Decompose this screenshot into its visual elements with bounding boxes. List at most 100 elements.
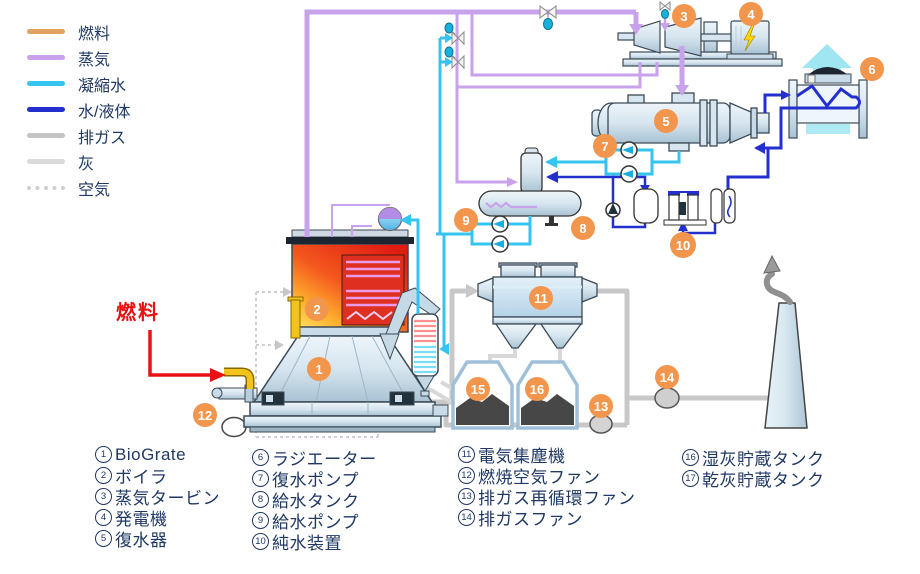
badge-3: 3 bbox=[672, 4, 696, 28]
condensate-arrow-icon bbox=[445, 57, 453, 67]
condensate-arrow-icon bbox=[439, 343, 449, 355]
circled-number: 13 bbox=[458, 488, 475, 505]
steam-valve-icon bbox=[539, 5, 557, 30]
component-label: 排ガスファン bbox=[478, 510, 583, 529]
badge-15: 15 bbox=[466, 377, 490, 401]
cooling-water-lines bbox=[726, 83, 861, 189]
badge-13: 13 bbox=[589, 394, 613, 418]
legend-item: 空気 bbox=[27, 178, 130, 199]
badge-6: 6 bbox=[860, 57, 884, 81]
badge-4: 4 bbox=[739, 2, 763, 26]
badge-8: 8 bbox=[571, 216, 595, 240]
condensate-arrow-icon bbox=[545, 156, 557, 168]
flow-legend: 燃料蒸気凝縮水水/液体排ガス灰空気 bbox=[27, 22, 131, 199]
circled-number: 17 bbox=[682, 470, 699, 487]
circled-number: 9 bbox=[252, 512, 269, 529]
svg-text:14: 14 bbox=[660, 370, 675, 385]
component-label: 燃焼空気ファン bbox=[478, 468, 601, 487]
circled-number: 4 bbox=[95, 509, 112, 526]
legend-item: 燃料 bbox=[27, 22, 130, 43]
fuel-pipe bbox=[224, 369, 253, 389]
turbine-inlet-valve-icon bbox=[659, 0, 671, 19]
ash-storage-tank-15 bbox=[451, 360, 514, 430]
badge-14: 14 bbox=[655, 365, 679, 389]
badge-10: 10 bbox=[670, 232, 696, 258]
svg-text:11: 11 bbox=[534, 291, 548, 306]
legend-label: 燃料 bbox=[78, 25, 111, 43]
economizer bbox=[379, 287, 441, 397]
electrostatic-precipitator bbox=[477, 262, 598, 349]
circled-number: 12 bbox=[458, 467, 475, 484]
legend-label: 灰 bbox=[78, 155, 95, 173]
badge-5: 5 bbox=[654, 109, 678, 133]
steam-sparger bbox=[485, 201, 537, 209]
component-label: ボイラ bbox=[115, 468, 168, 487]
svg-text:8: 8 bbox=[579, 221, 586, 236]
svg-text:2: 2 bbox=[313, 302, 320, 317]
component-label: 給水ポンプ bbox=[272, 513, 359, 532]
legend-item: 灰 bbox=[27, 152, 130, 173]
smoke-arrow-icon bbox=[763, 254, 781, 274]
circled-number: 8 bbox=[252, 491, 269, 508]
svg-text:5: 5 bbox=[662, 114, 669, 129]
exhaust-fan-icon bbox=[654, 387, 680, 409]
badge-12: 12 bbox=[193, 403, 217, 427]
badge-2: 2 bbox=[305, 297, 329, 321]
component-label: 電気集塵機 bbox=[478, 447, 566, 466]
svg-text:1: 1 bbox=[315, 362, 322, 377]
legend-label: 蒸気 bbox=[78, 51, 111, 69]
legend-label: 水/液体 bbox=[78, 103, 131, 121]
component-label: 純水装置 bbox=[272, 534, 342, 553]
svg-text:9: 9 bbox=[462, 213, 469, 228]
fan-dome-icon bbox=[809, 67, 847, 74]
badge-11: 11 bbox=[529, 286, 553, 310]
circled-number: 10 bbox=[252, 533, 269, 550]
component-label: 復水器 bbox=[115, 531, 168, 550]
attemperator-valve-icon bbox=[444, 22, 465, 46]
pure-water-unit bbox=[605, 188, 736, 226]
condenser bbox=[591, 92, 770, 152]
fuel-feeder bbox=[211, 296, 304, 403]
legend-line-swatch bbox=[27, 133, 65, 138]
legend-label: 排ガス bbox=[78, 129, 127, 147]
svg-text:3: 3 bbox=[680, 9, 687, 24]
circled-number: 16 bbox=[682, 449, 699, 466]
svg-text:16: 16 bbox=[530, 382, 544, 397]
circled-number: 5 bbox=[95, 530, 112, 547]
legend-item: 蒸気 bbox=[27, 48, 130, 69]
drum-piping bbox=[331, 204, 390, 237]
circled-number: 1 bbox=[95, 446, 112, 463]
air-arrow-icon bbox=[283, 287, 292, 297]
circled-number: 7 bbox=[252, 470, 269, 487]
legend-label: 凝縮水 bbox=[78, 77, 127, 95]
svg-text:7: 7 bbox=[601, 139, 608, 154]
component-label: 発電機 bbox=[115, 510, 168, 529]
water-arrow-icon bbox=[546, 171, 558, 183]
fuel-inlet-label: 燃料 bbox=[116, 302, 160, 324]
water-arrow-icon bbox=[781, 90, 791, 100]
svg-text:10: 10 bbox=[676, 238, 690, 253]
legend-line-swatch bbox=[27, 55, 65, 60]
component-label: 排ガス再循環ファン bbox=[478, 489, 636, 508]
legend-item: 水/液体 bbox=[27, 100, 131, 121]
circled-number: 14 bbox=[458, 509, 475, 526]
badge-16: 16 bbox=[525, 377, 549, 401]
combustion-air-fan-icon bbox=[221, 416, 247, 438]
component-label: 蒸気タービン bbox=[115, 489, 220, 508]
fuel-inlet-arrow bbox=[148, 330, 226, 382]
circled-number: 6 bbox=[252, 449, 269, 466]
